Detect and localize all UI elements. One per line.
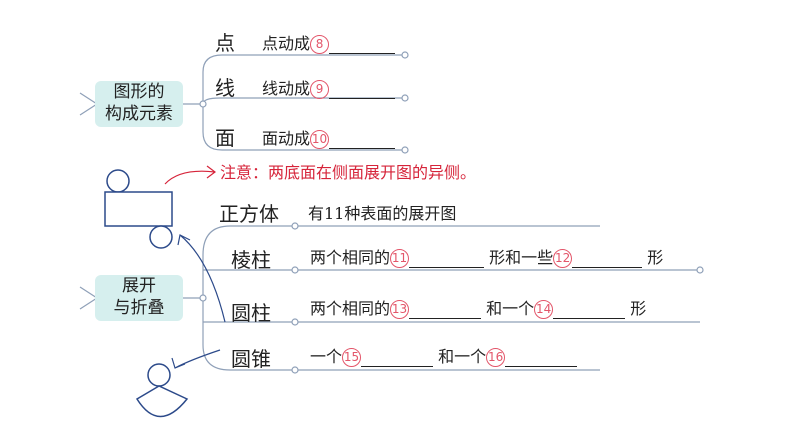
topic-box-unfold: 展开 与折叠 (95, 275, 183, 321)
topic-box-elements: 图形的 构成元素 (95, 81, 183, 127)
head-cube: 正方体 (219, 202, 279, 226)
head-face: 面 (215, 126, 235, 150)
head-cylinder: 圆柱 (231, 301, 271, 325)
head-cone: 圆锥 (231, 347, 271, 371)
answer-blank[interactable] (505, 348, 578, 367)
head-point: 点 (215, 31, 235, 55)
answer-blank[interactable] (329, 130, 396, 149)
node-dot (199, 100, 207, 108)
box-line-2: 构成元素 (105, 104, 173, 124)
cone-net-icon (135, 363, 189, 418)
blank-number-13: 13 (390, 300, 410, 319)
head-line: 线 (215, 76, 235, 100)
row-cube: 有11种表面的展开图 (308, 204, 457, 223)
answer-blank[interactable] (553, 300, 626, 319)
blank-number-10: 10 (310, 130, 330, 149)
blank-number-9: 9 (310, 80, 330, 99)
box-line-2: 与折叠 (113, 298, 165, 318)
answer-blank[interactable] (572, 249, 643, 268)
head-prism: 棱柱 (231, 248, 271, 272)
answer-blank[interactable] (361, 348, 434, 367)
answer-blank[interactable] (409, 249, 485, 268)
answer-blank[interactable] (409, 300, 482, 319)
blank-number-12: 12 (553, 249, 573, 268)
answer-blank[interactable] (329, 35, 396, 54)
answer-blank[interactable] (329, 80, 396, 99)
note-arrow (164, 165, 216, 185)
blank-number-8: 8 (310, 35, 330, 54)
blank-number-11: 11 (390, 249, 410, 268)
note-text: 注意：两底面在侧面展开图的异侧。 (220, 163, 477, 182)
blank-number-14: 14 (534, 300, 554, 319)
blank-number-16: 16 (486, 348, 506, 367)
box-line-1: 展开 (122, 276, 156, 296)
blank-number-15: 15 (342, 348, 362, 367)
box-line-1: 图形的 (113, 82, 165, 102)
arrow-to-cylinder (179, 234, 226, 323)
cylinder-net-icon (104, 169, 173, 249)
